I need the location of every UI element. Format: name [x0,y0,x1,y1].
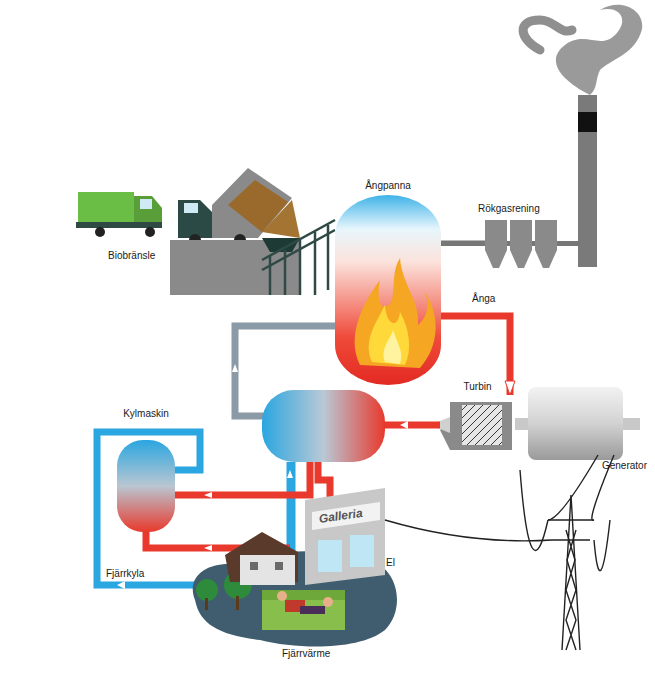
turbine-node: Turbin [440,381,515,451]
node-label: Turbin [440,381,515,393]
node-label: Generator [602,460,647,472]
generator-node: Generator [525,386,647,472]
electricity-label: El [386,557,395,569]
chiller-node: Kylmaskin [110,408,182,533]
fuel-label: Biobränsle [108,250,155,262]
pipe-line [441,241,485,246]
edge-label: Ånga [472,293,495,305]
arrow-head [505,381,515,395]
pipe-connector [515,424,528,425]
pipe-connector [441,243,485,244]
node-label: Rökgasrening [478,203,570,215]
pipe-connector [441,316,515,395]
flue-gas-cleaning-node: Rökgasrening [478,203,570,271]
district-cooling-label: Fjärrkyla [106,568,144,580]
pipe-line [515,419,528,429]
boiler-node: Ångpanna [335,180,441,385]
district-heating-label: Fjärrvärme [282,648,330,660]
node-label: Kylmaskin [110,408,182,420]
node-label: Ångpanna [335,180,441,192]
